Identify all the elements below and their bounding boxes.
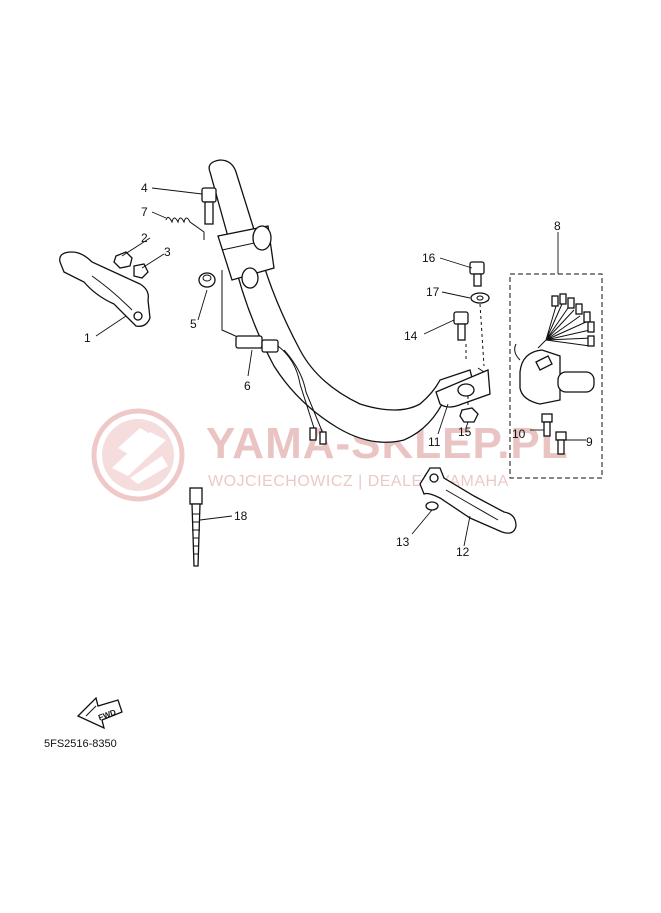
screw-10 (541, 413, 553, 437)
callout-1: 1 (84, 331, 91, 345)
callout-16: 16 (422, 251, 436, 265)
clutch-switch-6 (221, 270, 327, 445)
watermark-logo-icon (91, 408, 185, 502)
callout-5: 5 (190, 317, 197, 331)
bolt-16 (469, 261, 485, 287)
bolt-14 (453, 311, 469, 341)
nut-5 (198, 272, 216, 288)
callout-17: 17 (426, 285, 440, 299)
handlebar-switch-8 (509, 273, 603, 479)
callout-7: 7 (141, 205, 148, 219)
callouts: 1 2 3 4 5 6 7 8 9 10 11 12 13 14 15 16 1… (84, 181, 593, 559)
callout-12: 12 (456, 545, 470, 559)
fwd-arrow-icon: FWD (76, 696, 123, 730)
diagram-code: 5FS2516-8350 (44, 738, 117, 750)
callout-10: 10 (512, 427, 526, 441)
callout-6: 6 (244, 379, 251, 393)
washer-13 (425, 501, 439, 511)
callout-8: 8 (554, 219, 561, 233)
callout-3: 3 (164, 245, 171, 259)
callout-15: 15 (458, 425, 472, 439)
callout-18: 18 (234, 509, 248, 523)
brake-lever-12 (419, 467, 517, 534)
handlebar (208, 159, 475, 443)
callout-13: 13 (396, 535, 410, 549)
spring-7 (165, 216, 205, 240)
callout-2: 2 (141, 231, 148, 245)
callout-4: 4 (141, 181, 148, 195)
cable-tie-18 (189, 487, 203, 567)
bolt-4 (201, 187, 217, 225)
callout-11: 11 (428, 435, 441, 449)
callout-14: 14 (404, 329, 418, 343)
brake-lever-holder-11 (435, 367, 491, 408)
clutch-lever-1 (59, 251, 151, 327)
left-lever-holder (217, 225, 275, 289)
washer-17 (470, 292, 490, 304)
nut-15 (459, 407, 479, 423)
leader-lines (95, 187, 586, 547)
nut-2 (113, 251, 133, 269)
watermark-tagline: WOJCIECHOWICZ | DEALER YAMAHA (208, 473, 509, 490)
screw-9 (555, 431, 567, 455)
callout-9: 9 (586, 435, 593, 449)
nut-3 (133, 263, 149, 279)
